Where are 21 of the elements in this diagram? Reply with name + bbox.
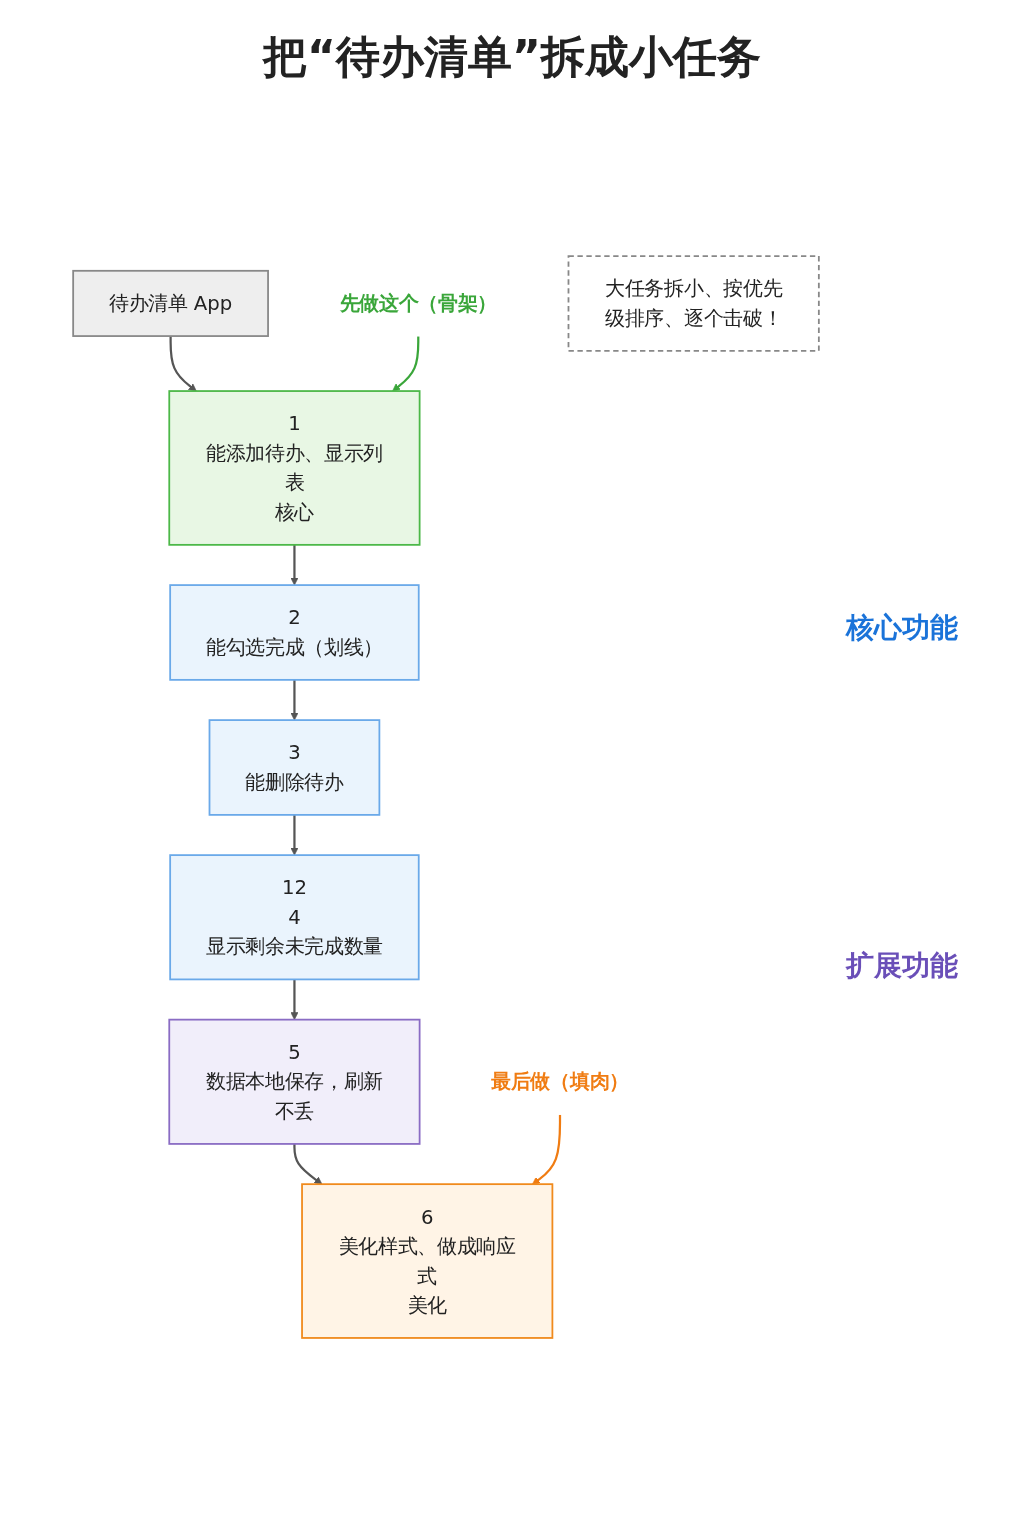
arrow (290, 979, 299, 1020)
node-box: 5 数据本地保存，刷新不丢 (168, 1018, 421, 1145)
title: 把“待办清单”拆成小任务 (261, 30, 762, 84)
arrow (290, 814, 299, 856)
arrow (532, 1114, 562, 1185)
group-label: 核心功能 (846, 610, 958, 646)
arrow (293, 1143, 323, 1185)
arrow (169, 336, 197, 392)
node-box: 6 美化样式、做成响应式 美化 (301, 1183, 554, 1339)
node-box: 12 4 显示剩余未完成数量 (169, 854, 420, 981)
arrow (392, 336, 420, 392)
node-box: 2 能勾选完成（划线） (169, 584, 420, 681)
node-box: 大任务拆小、按优先级排序、逐个击破！ (567, 255, 820, 352)
arrow (290, 544, 299, 586)
node-box: 3 能删除待办 (208, 719, 381, 816)
node-text: 先做这个（骨架） (339, 292, 497, 315)
group-label: 扩展功能 (846, 948, 958, 984)
arrow (290, 679, 299, 721)
node-box: 待办清单 App (72, 269, 269, 337)
node-text: 最后做（填肉） (491, 1070, 629, 1093)
node-box: 1 能添加待办、显示列表 核心 (168, 390, 421, 546)
